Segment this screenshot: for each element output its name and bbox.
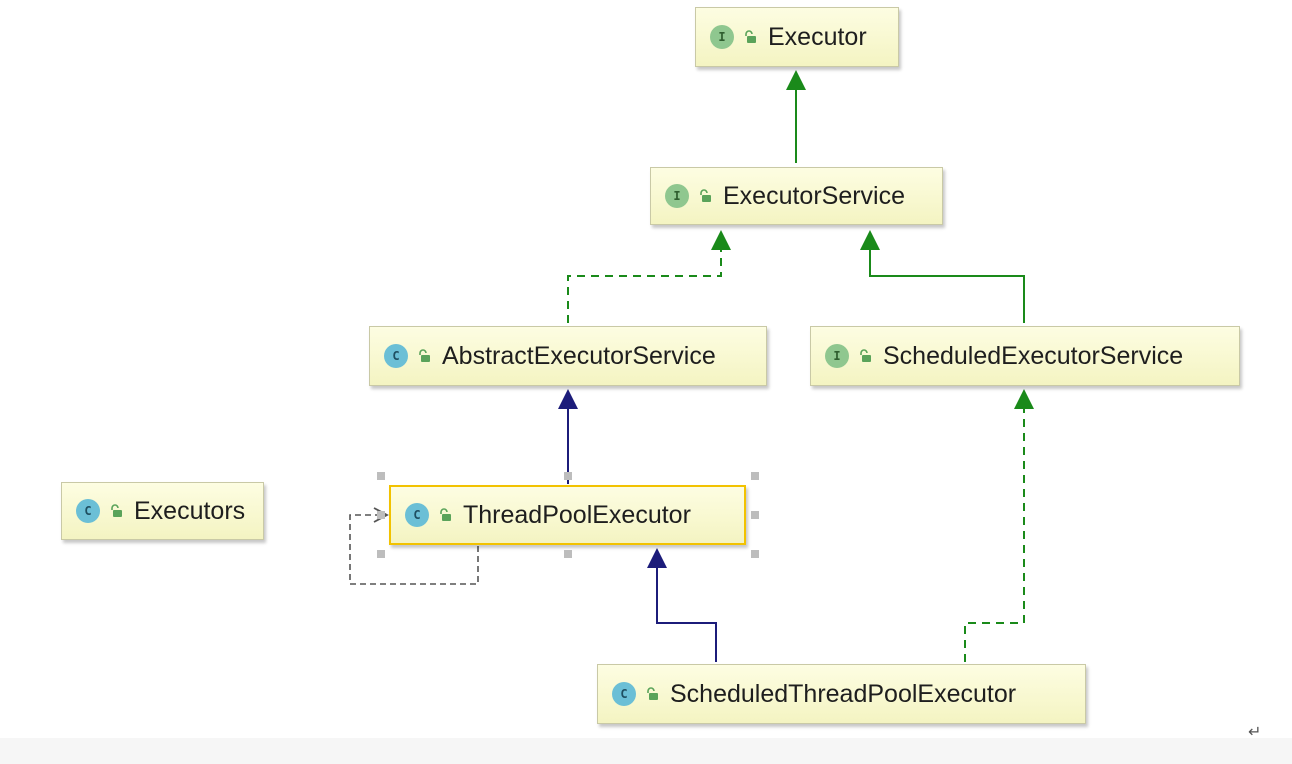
interface-icon: I xyxy=(665,184,689,208)
abstract-class-icon: C xyxy=(384,344,408,368)
class-name: ThreadPoolExecutor xyxy=(463,500,691,529)
resize-handle-top[interactable] xyxy=(564,472,572,480)
interface-icon: I xyxy=(710,25,734,49)
resize-handle-top-left[interactable] xyxy=(377,472,385,480)
enter-symbol: ↵ xyxy=(1248,724,1262,741)
edge-threadpoolexecutor-self-dependency xyxy=(349,507,479,585)
resize-handle-left[interactable] xyxy=(377,511,385,519)
interface-icon: I xyxy=(825,344,849,368)
public-lock-icon xyxy=(111,504,122,517)
edge-scheduledthreadpoolexecutor-implements-scheduledexecutorservice xyxy=(964,389,1034,662)
class-name: Executors xyxy=(134,496,246,525)
class-icon: C xyxy=(405,503,429,527)
class-node-scheduled-executor-service[interactable]: I ScheduledExecutorService xyxy=(810,326,1240,386)
bottom-band xyxy=(0,738,1292,764)
class-name: ScheduledThreadPoolExecutor xyxy=(670,679,1017,708)
edge-scheduledthreadpoolexecutor-extends-threadpoolexecutor xyxy=(647,548,717,662)
resize-handle-bottom-left[interactable] xyxy=(377,550,385,558)
public-lock-icon xyxy=(700,189,711,202)
resize-handle-right[interactable] xyxy=(751,511,759,519)
class-node-executor-service[interactable]: I ExecutorService xyxy=(650,167,943,225)
class-node-scheduled-thread-pool-executor[interactable]: C ScheduledThreadPoolExecutor xyxy=(597,664,1086,724)
edge-threadpoolexecutor-extends-abstractexecutorservice xyxy=(558,389,578,484)
public-lock-icon xyxy=(647,687,658,700)
public-lock-icon xyxy=(745,30,756,43)
class-node-thread-pool-executor[interactable]: C ThreadPoolExecutor xyxy=(389,485,746,545)
class-node-executors[interactable]: C Executors xyxy=(61,482,264,540)
resize-handle-top-right[interactable] xyxy=(751,472,759,480)
edge-executorservice-extends-executor xyxy=(786,70,806,163)
class-name: AbstractExecutorService xyxy=(442,341,716,370)
public-lock-icon xyxy=(440,508,451,521)
class-node-abstract-executor-service[interactable]: C AbstractExecutorService xyxy=(369,326,767,386)
class-icon: C xyxy=(76,499,100,523)
class-name: ExecutorService xyxy=(723,181,906,210)
public-lock-icon xyxy=(419,349,430,362)
class-node-executor[interactable]: I Executor xyxy=(695,7,899,67)
edge-scheduledexecutorservice-extends-executorservice xyxy=(860,230,1025,323)
class-name: Executor xyxy=(768,22,867,51)
class-name: ScheduledExecutorService xyxy=(883,341,1184,370)
edge-abstractexecutorservice-implements-executorservice xyxy=(567,230,731,323)
resize-handle-bottom-right[interactable] xyxy=(751,550,759,558)
class-icon: C xyxy=(612,682,636,706)
public-lock-icon xyxy=(860,349,871,362)
resize-handle-bottom[interactable] xyxy=(564,550,572,558)
